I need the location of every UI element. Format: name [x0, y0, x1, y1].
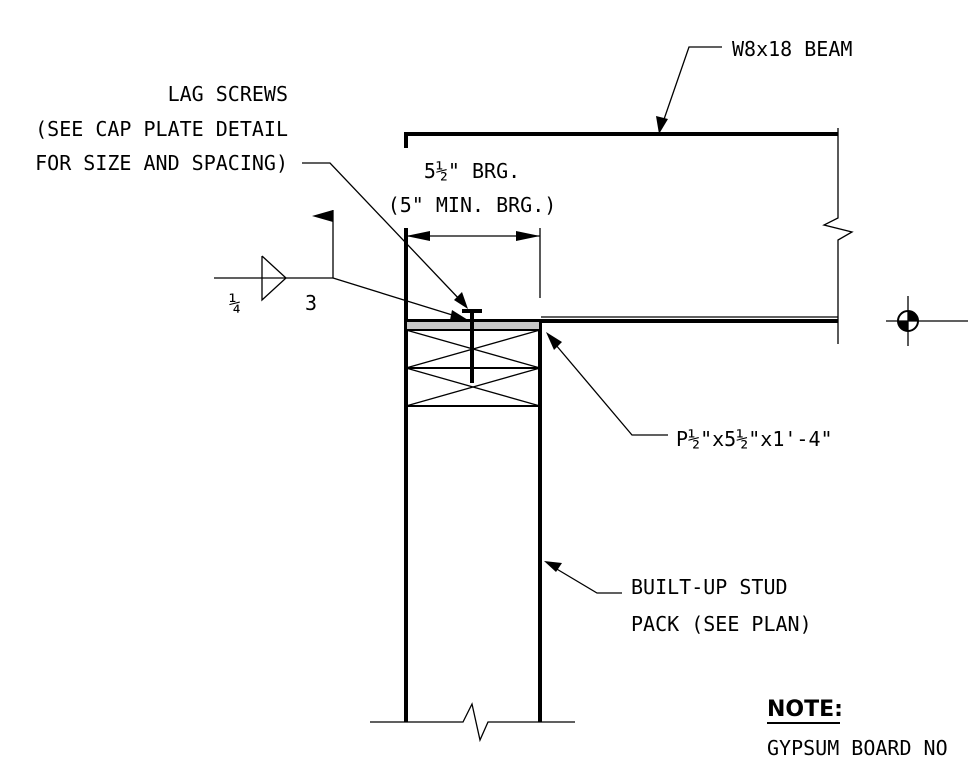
lag-screw-callout: LAG SCREWS (SEE CAP PLATE DETAIL FOR SIZ…	[35, 82, 468, 309]
stud-pack-note: PACK (SEE PLAN)	[631, 612, 812, 636]
weld-symbol: ¼ 3	[214, 210, 468, 320]
lag-screws-label: LAG SCREWS	[168, 82, 288, 106]
plate-callout: P½"x5½"x1'-4"	[546, 332, 833, 451]
stud-break-line	[370, 702, 575, 743]
bearing-label: 5½" BRG.	[424, 159, 520, 183]
weld-length: 3	[305, 291, 317, 315]
stud-pack-label: BUILT-UP STUD	[631, 575, 788, 599]
note-heading: NOTE:	[767, 697, 843, 722]
stud-pack-callout: BUILT-UP STUD PACK (SEE PLAN)	[544, 561, 812, 636]
beam-top-flange	[404, 132, 838, 148]
weld-fillet-symbol	[261, 255, 287, 302]
bearing-dimension: 5½" BRG. (5" MIN. BRG.)	[388, 159, 557, 298]
target-quadrant	[898, 321, 908, 331]
plate-leader-arrow	[546, 332, 562, 350]
note: NOTE: GYPSUM BOARD NO	[767, 697, 948, 760]
beam-label: W8x18 BEAM	[732, 37, 852, 61]
lag-screws-leader-arrow	[454, 292, 468, 309]
beam-break-line	[822, 128, 854, 344]
min-bearing-label: (5" MIN. BRG.)	[388, 193, 557, 217]
weld-arrow-leader	[332, 277, 463, 319]
dimension-arrow-right	[516, 231, 540, 241]
lag-screws-note-2: FOR SIZE AND SPACING)	[35, 151, 288, 175]
target-quadrant	[908, 311, 918, 321]
blocking-cross	[405, 367, 541, 407]
stud-pack	[370, 228, 575, 743]
lag-screws-note-1: (SEE CAP PLATE DETAIL	[35, 117, 288, 141]
dimension-arrow-left	[406, 231, 430, 241]
beam-callout: W8x18 BEAM	[656, 37, 852, 134]
plate-leader	[549, 337, 668, 436]
beam-leader-arrow	[656, 116, 668, 134]
weld-size: ¼	[229, 291, 241, 315]
stud-pack-leader-arrow	[544, 561, 562, 572]
plate-label: P½"x5½"x1'-4"	[676, 427, 833, 451]
lag-screws-leader	[302, 162, 463, 303]
weld-arrow-head	[450, 310, 468, 320]
lag-screw	[462, 309, 482, 383]
beam-leader	[660, 46, 722, 129]
field-weld-flag	[312, 210, 333, 222]
target-symbol	[886, 296, 968, 346]
note-text: GYPSUM BOARD NO	[767, 736, 948, 760]
stud-pack-leader	[549, 564, 622, 594]
